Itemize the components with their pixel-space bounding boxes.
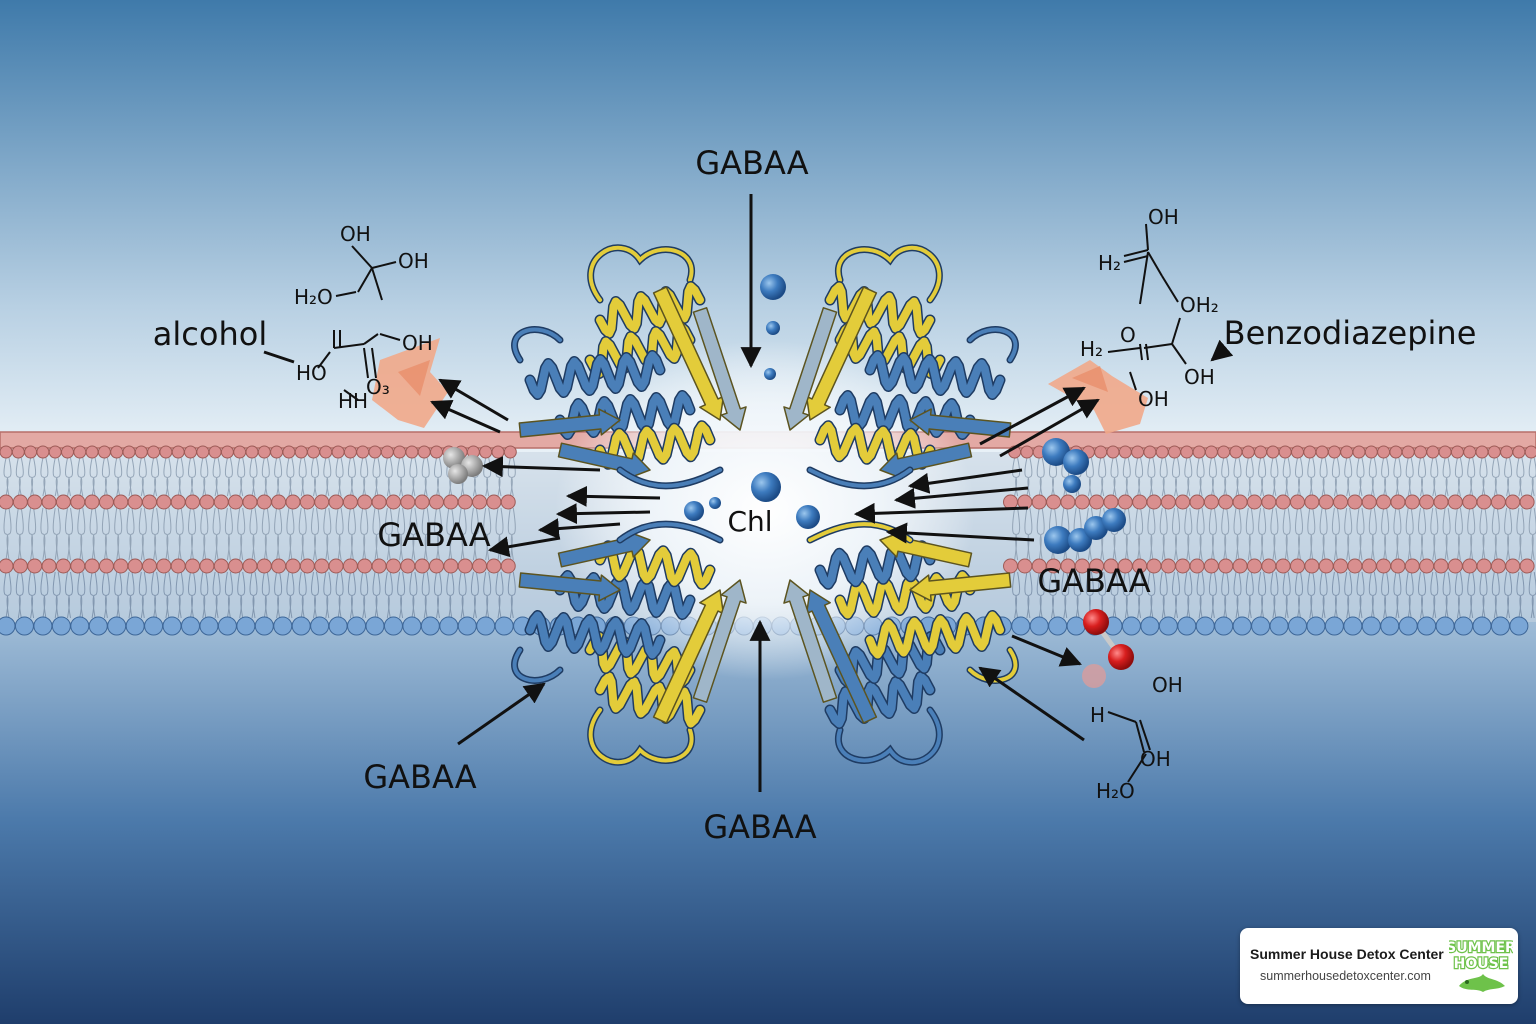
chloride-ions <box>684 274 820 529</box>
benzodiazepine-chemical-structure: OH H₂ OH₂ H₂ O OH OH <box>1080 205 1219 411</box>
chem-right-5: O <box>1120 323 1136 347</box>
label-gabaa-bottom-left: GABAA <box>363 758 476 796</box>
chem-right-bottom-2: H <box>1090 703 1105 727</box>
subunit-upper-left <box>511 244 747 490</box>
chem-left-1: OH <box>340 222 371 246</box>
label-alcohol: alcohol <box>153 315 267 353</box>
svg-text:SUMMER: SUMMER <box>1449 940 1513 956</box>
label-gabaa-left: GABAA <box>377 516 490 554</box>
lipid-tails-upper <box>3 457 1536 497</box>
chem-right-7: OH <box>1138 387 1169 411</box>
chem-right-bottom-4: H₂O <box>1096 779 1135 803</box>
lipid-tails-lower <box>3 571 1536 619</box>
label-gabaa-top: GABAA <box>695 144 808 182</box>
lipid-heads-lower <box>0 558 1535 574</box>
lipid-tails-middle <box>3 507 1536 561</box>
label-gabaa-right: GABAA <box>1037 562 1150 600</box>
lipid-heads-middle <box>0 494 1535 510</box>
chem-right-6: OH <box>1184 365 1215 389</box>
svg-text:HOUSE: HOUSE <box>1454 956 1509 972</box>
chem-left-5: HO <box>296 361 327 385</box>
label-chloride: Chl <box>727 505 772 538</box>
chem-left-2: OH <box>398 249 429 273</box>
chem-left-3: H₂O <box>294 285 333 309</box>
alcohol-chemical-structure: OH OH H₂O OH HO HH O₃ <box>294 222 433 413</box>
chem-left-4: OH <box>402 331 433 355</box>
oxygen-molecule <box>1082 609 1134 688</box>
label-benzodiazepine: Benzodiazepine <box>1224 314 1477 352</box>
alcohol-binding-site <box>372 338 483 484</box>
label-gabaa-bottom: GABAA <box>703 808 816 846</box>
chem-right-3: OH₂ <box>1180 293 1219 317</box>
subunit-upper-right <box>783 244 1019 490</box>
chem-right-bottom-1: OH <box>1152 673 1183 697</box>
benzodiazepine-binding-site <box>1042 360 1148 554</box>
brand-name: Summer House Detox Center <box>1250 946 1444 962</box>
chem-right-4: H₂ <box>1080 337 1103 361</box>
receptor-protein-subunits <box>511 244 1019 766</box>
chem-right-2: H₂ <box>1098 251 1121 275</box>
chem-right-bottom-3: OH <box>1140 747 1171 771</box>
oxygen-chemical-structure: OH H OH H₂O <box>1090 673 1183 803</box>
summer-house-logo: SUMMER HOUSE <box>1449 939 1513 992</box>
brand-url: summerhousedetoxcenter.com <box>1260 969 1431 983</box>
chem-left-7: O₃ <box>366 375 390 399</box>
brand-card[interactable]: Summer House Detox Center summerhousedet… <box>1240 928 1518 1004</box>
flow-arrows <box>263 194 1234 792</box>
chem-right-1: OH <box>1148 205 1179 229</box>
subunit-lower-left <box>511 520 747 766</box>
chem-left-6: HH <box>338 389 368 413</box>
